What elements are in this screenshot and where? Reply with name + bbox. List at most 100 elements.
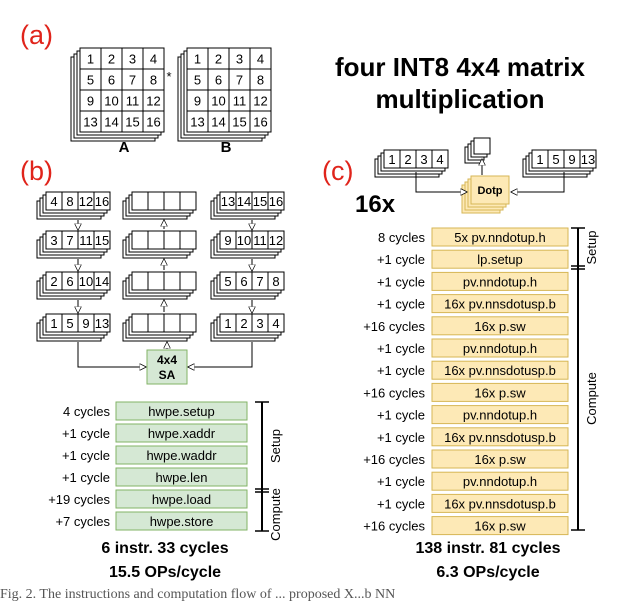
vector-value: 10 bbox=[79, 274, 93, 289]
instruction-name: hwpe.setup bbox=[148, 404, 215, 419]
multiply-sign: * bbox=[166, 69, 171, 84]
sa-label-1: 4x4 bbox=[157, 353, 177, 367]
matrix-value: 1 bbox=[194, 52, 201, 67]
vector-cell bbox=[93, 191, 111, 211]
cycle-count: +1 cycle bbox=[62, 426, 110, 441]
vector-value: 6 bbox=[240, 274, 247, 289]
vector-value: 13 bbox=[581, 152, 595, 167]
vector-value: 16 bbox=[95, 194, 109, 209]
matrix-cell bbox=[249, 110, 272, 133]
vector-value: 10 bbox=[237, 233, 251, 248]
vector-cell bbox=[93, 313, 111, 333]
matrix-value: 3 bbox=[129, 52, 136, 67]
vector-value: 1 bbox=[536, 152, 543, 167]
vector-value: 3 bbox=[256, 316, 263, 331]
panel-c-summary-2: 6.3 OPs/cycle bbox=[436, 564, 539, 581]
matrix-value: 15 bbox=[232, 115, 246, 130]
cycle-count: +16 cycles bbox=[363, 519, 425, 534]
vector-value: 14 bbox=[95, 274, 109, 289]
instruction-name: hwpe.store bbox=[150, 514, 214, 529]
vector-value: 15 bbox=[95, 233, 109, 248]
instruction-name: 16x pv.nnsdotusp.b bbox=[444, 496, 556, 511]
vector-cell bbox=[267, 313, 285, 333]
matrix-cell bbox=[142, 110, 165, 133]
cycle-count: +1 cycle bbox=[62, 470, 110, 485]
vector-cell bbox=[131, 313, 149, 333]
instruction-box bbox=[431, 493, 569, 513]
matrix-value: 4 bbox=[150, 52, 157, 67]
cycle-count: +16 cycles bbox=[363, 385, 425, 400]
cycle-count: +1 cycle bbox=[377, 430, 425, 445]
matrix-value: 7 bbox=[129, 73, 136, 88]
cycle-count: +1 cycle bbox=[377, 274, 425, 289]
panel-label-b: (b) bbox=[20, 156, 53, 186]
instruction-box bbox=[431, 227, 569, 247]
cycle-count: +16 cycles bbox=[363, 452, 425, 467]
figure-caption: Fig. 2. The instructions and computation… bbox=[0, 587, 395, 601]
matrix-value: 11 bbox=[233, 94, 247, 109]
instruction-box bbox=[431, 449, 569, 469]
vector-value: 1 bbox=[224, 316, 231, 331]
matrix-value: 16 bbox=[253, 115, 267, 130]
vector-cell bbox=[147, 191, 165, 211]
sa-label-2: SA bbox=[159, 368, 176, 382]
vector-value: 2 bbox=[404, 152, 411, 167]
title-line-2: multiplication bbox=[376, 84, 545, 114]
panel-c-summary-1: 138 instr. 81 cycles bbox=[416, 540, 561, 557]
instruction-name: lp.setup bbox=[477, 252, 523, 267]
cycle-count: +1 cycle bbox=[377, 252, 425, 267]
vector-value: 14 bbox=[237, 194, 251, 209]
vector-value: 11 bbox=[253, 233, 267, 248]
vector-cell bbox=[147, 313, 165, 333]
cycle-count: +1 cycle bbox=[377, 341, 425, 356]
instruction-box bbox=[115, 467, 248, 487]
matrix-value: 12 bbox=[253, 94, 267, 109]
vector-cell bbox=[579, 149, 597, 169]
vector-value: 3 bbox=[420, 152, 427, 167]
matrix-value: 2 bbox=[215, 52, 222, 67]
vector-cell bbox=[131, 230, 149, 250]
cycle-count: +1 cycle bbox=[377, 297, 425, 312]
vector-value: 9 bbox=[224, 233, 231, 248]
cycle-count: +1 cycle bbox=[377, 474, 425, 489]
cycle-count: +1 cycle bbox=[377, 496, 425, 511]
vector-cell bbox=[93, 271, 111, 291]
matrix-value: 11 bbox=[126, 94, 140, 109]
matrix-value: 7 bbox=[236, 73, 243, 88]
vector-value: 9 bbox=[82, 316, 89, 331]
instruction-box bbox=[431, 338, 569, 358]
matrix-a-label: A bbox=[119, 139, 130, 156]
panel-b-summary-1: 6 instr. 33 cycles bbox=[101, 540, 228, 557]
vector-cell bbox=[147, 230, 165, 250]
vector-value: 1 bbox=[50, 316, 57, 331]
vector-value: 5 bbox=[224, 274, 231, 289]
matrix-value: 8 bbox=[150, 73, 157, 88]
instruction-name: 16x p.sw bbox=[474, 319, 526, 334]
instruction-box bbox=[431, 471, 569, 491]
instruction-box bbox=[431, 294, 569, 314]
instruction-box bbox=[431, 405, 569, 425]
instruction-name: hwpe.xaddr bbox=[148, 426, 216, 441]
sa-block bbox=[146, 349, 188, 385]
instruction-box bbox=[115, 489, 248, 509]
group-compute-label: Compute bbox=[268, 488, 283, 541]
instruction-box bbox=[431, 271, 569, 291]
instruction-name: 16x p.sw bbox=[474, 385, 526, 400]
vector-value: 5 bbox=[552, 152, 559, 167]
panel-label-a: (a) bbox=[20, 20, 53, 50]
cycle-count: +7 cycles bbox=[55, 514, 110, 529]
instruction-box bbox=[115, 423, 248, 443]
matrix-value: 10 bbox=[104, 94, 118, 109]
vector-value: 1 bbox=[388, 152, 395, 167]
instruction-name: 16x pv.nnsdotusp.b bbox=[444, 297, 556, 312]
dotp-unit bbox=[470, 175, 510, 205]
vector-cell bbox=[163, 191, 181, 211]
instruction-box bbox=[115, 445, 248, 465]
matrix-value: 2 bbox=[108, 52, 115, 67]
